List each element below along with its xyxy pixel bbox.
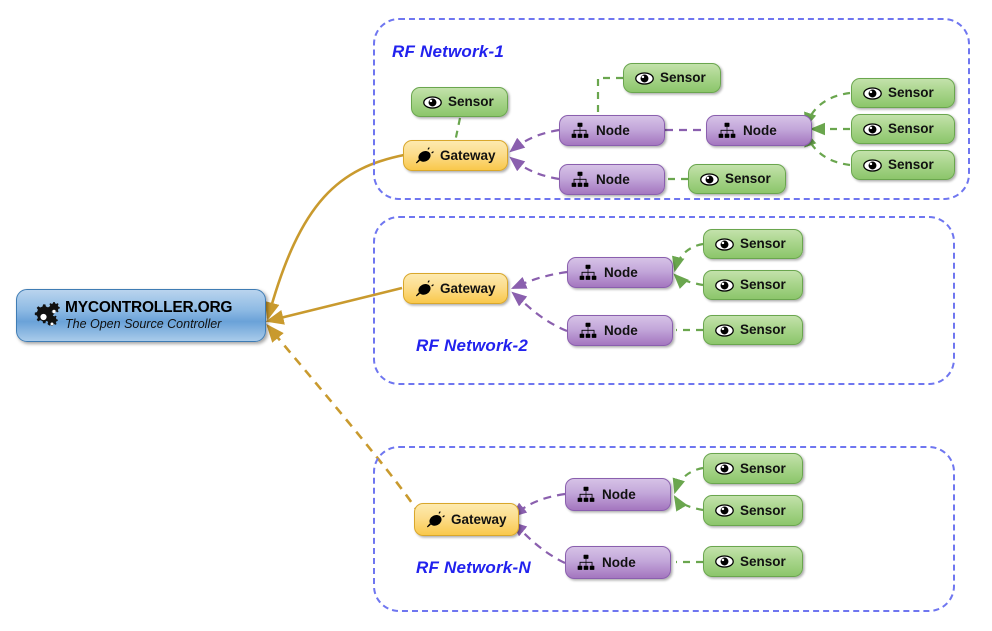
rf2-gateway[interactable]: Gateway	[403, 273, 508, 304]
rf1-sensor-4-label: Sensor	[888, 85, 934, 101]
rf1-sensor-6[interactable]: Sensor	[851, 150, 955, 180]
eye-icon	[861, 155, 883, 175]
rf-network-2-title: RF Network-2	[416, 336, 528, 355]
rf2-sensor-3[interactable]: Sensor	[703, 315, 803, 345]
rf2-sensor-1[interactable]: Sensor	[703, 229, 803, 259]
rfn-node-2-label: Node	[602, 554, 636, 570]
plug-icon	[413, 279, 435, 299]
rfn-node-1-label: Node	[602, 486, 636, 502]
eye-icon	[698, 169, 720, 189]
rf2-sensor-2-label: Sensor	[740, 277, 786, 293]
eye-icon	[713, 320, 735, 340]
rf-network-n-group	[373, 446, 955, 612]
rf2-gateway-label: Gateway	[440, 280, 496, 296]
rf1-sensor-1-label: Sensor	[448, 94, 494, 110]
eye-icon	[713, 501, 735, 521]
rf2-node-2[interactable]: Node	[567, 315, 673, 346]
rf1-sensor-3[interactable]: Sensor	[688, 164, 786, 194]
node-tree-icon	[577, 321, 599, 341]
node-tree-icon	[569, 170, 591, 190]
controller-title: MYCONTROLLER.ORG	[65, 298, 233, 316]
eye-icon	[713, 552, 735, 572]
rf1-node-3-label: Node	[596, 171, 630, 187]
rf1-sensor-5-label: Sensor	[888, 121, 934, 137]
eye-icon	[713, 275, 735, 295]
rf1-node-2[interactable]: Node	[706, 115, 812, 146]
rf2-sensor-1-label: Sensor	[740, 236, 786, 252]
rf1-sensor-2-label: Sensor	[660, 70, 706, 86]
rf-network-n-title: RF Network-N	[416, 558, 531, 577]
controller-box[interactable]: MYCONTROLLER.ORG The Open Source Control…	[16, 289, 266, 342]
rf1-sensor-4[interactable]: Sensor	[851, 78, 955, 108]
rf1-sensor-5[interactable]: Sensor	[851, 114, 955, 144]
rfn-sensor-2[interactable]: Sensor	[703, 495, 803, 526]
rf1-gateway-label: Gateway	[440, 147, 496, 163]
rf1-sensor-1[interactable]: Sensor	[411, 87, 508, 117]
rfn-sensor-2-label: Sensor	[740, 502, 786, 518]
rf2-node-1[interactable]: Node	[567, 257, 673, 288]
controller-subtitle: The Open Source Controller	[65, 316, 222, 331]
node-tree-icon	[569, 121, 591, 141]
rfn-gateway[interactable]: Gateway	[414, 503, 519, 536]
eye-icon	[633, 68, 655, 88]
rf1-sensor-6-label: Sensor	[888, 157, 934, 173]
node-tree-icon	[716, 121, 738, 141]
rf1-gateway[interactable]: Gateway	[403, 140, 508, 171]
rf2-sensor-2[interactable]: Sensor	[703, 270, 803, 300]
rf2-sensor-3-label: Sensor	[740, 322, 786, 338]
rf-network-2-group	[373, 216, 955, 385]
rf-network-1-title: RF Network-1	[392, 42, 504, 61]
rfn-sensor-3[interactable]: Sensor	[703, 546, 803, 577]
eye-icon	[861, 83, 883, 103]
rf1-node-2-label: Node	[743, 122, 777, 138]
rfn-sensor-1[interactable]: Sensor	[703, 453, 803, 484]
eye-icon	[421, 92, 443, 112]
rf1-node-1[interactable]: Node	[559, 115, 665, 146]
node-tree-icon	[575, 485, 597, 505]
rf1-node-3[interactable]: Node	[559, 164, 665, 195]
rf1-sensor-2[interactable]: Sensor	[623, 63, 721, 93]
plug-icon	[424, 510, 446, 530]
eye-icon	[861, 119, 883, 139]
rfn-gateway-label: Gateway	[451, 511, 507, 527]
rf2-node-1-label: Node	[604, 264, 638, 280]
eye-icon	[713, 459, 735, 479]
eye-icon	[713, 234, 735, 254]
node-tree-icon	[575, 553, 597, 573]
node-tree-icon	[577, 263, 599, 283]
gears-icon	[29, 299, 63, 333]
rf-network-1-group	[373, 18, 970, 200]
rfn-sensor-1-label: Sensor	[740, 460, 786, 476]
rf2-node-2-label: Node	[604, 322, 638, 338]
plug-icon	[413, 146, 435, 166]
rfn-node-2[interactable]: Node	[565, 546, 671, 579]
rfn-sensor-3-label: Sensor	[740, 553, 786, 569]
rf1-sensor-3-label: Sensor	[725, 171, 771, 187]
rfn-node-1[interactable]: Node	[565, 478, 671, 511]
rf1-node-1-label: Node	[596, 122, 630, 138]
